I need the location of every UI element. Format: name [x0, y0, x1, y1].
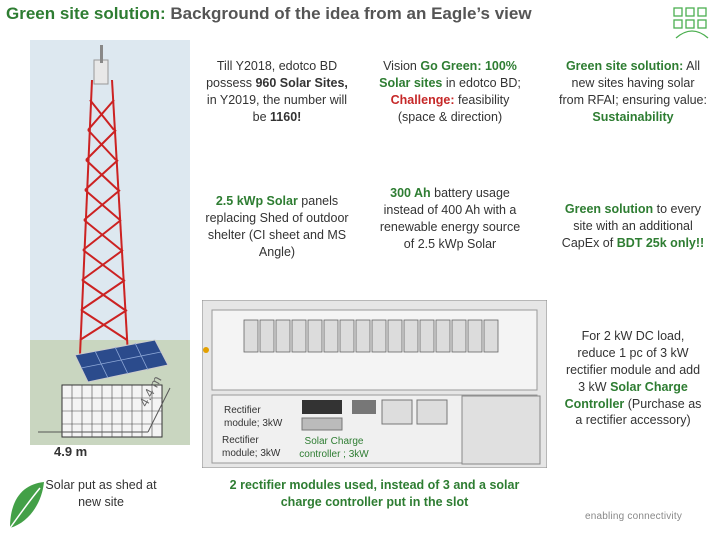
rectifier-cabinet-image [202, 300, 547, 468]
footer-logo: enabling connectivity [585, 511, 683, 522]
tower-caption: Solar put as shed at new site [45, 478, 157, 509]
title-rest: Background of the idea from an Eagle’s v… [170, 4, 532, 23]
rectifier-module-label-2: Rectifier module; 3kW [222, 435, 281, 459]
title-highlight: Green site solution: [6, 4, 166, 23]
vision-go-green-text: Vision Go Green: 100% Solar sites in edo… [379, 59, 521, 124]
solar-charge-controller-label: Solar Charge controller ; 3kW [299, 436, 369, 460]
rectifier-reduction-note: For 2 kW DC load, reduce 1 pc of 3 kW re… [564, 329, 702, 428]
grid-leaf-icon [673, 7, 709, 39]
shed-width-label: 4.9 m [54, 444, 88, 459]
solar-panel-replacement-text: 2.5 kWp Solar panels replacing Shed of o… [205, 194, 349, 259]
tower-with-solar-shed-image [30, 40, 190, 445]
solar-sites-count-text: Till Y2018, edotco BD possess 960 Solar … [206, 59, 348, 124]
leaf-icon [9, 482, 44, 529]
green-solution-capex-text: Green solution to every site with an add… [561, 202, 705, 250]
green-site-solution-text: Green site solution: All new sites havin… [559, 59, 707, 124]
rectifier-caption: 2 rectifier modules used, instead of 3 a… [229, 478, 520, 509]
battery-usage-text: 300 Ah battery usage instead of 400 Ah w… [379, 186, 521, 251]
page-title: Green site solution: Background of the i… [6, 4, 532, 24]
rectifier-module-label-1: Rectifier module; 3kW [224, 405, 283, 429]
